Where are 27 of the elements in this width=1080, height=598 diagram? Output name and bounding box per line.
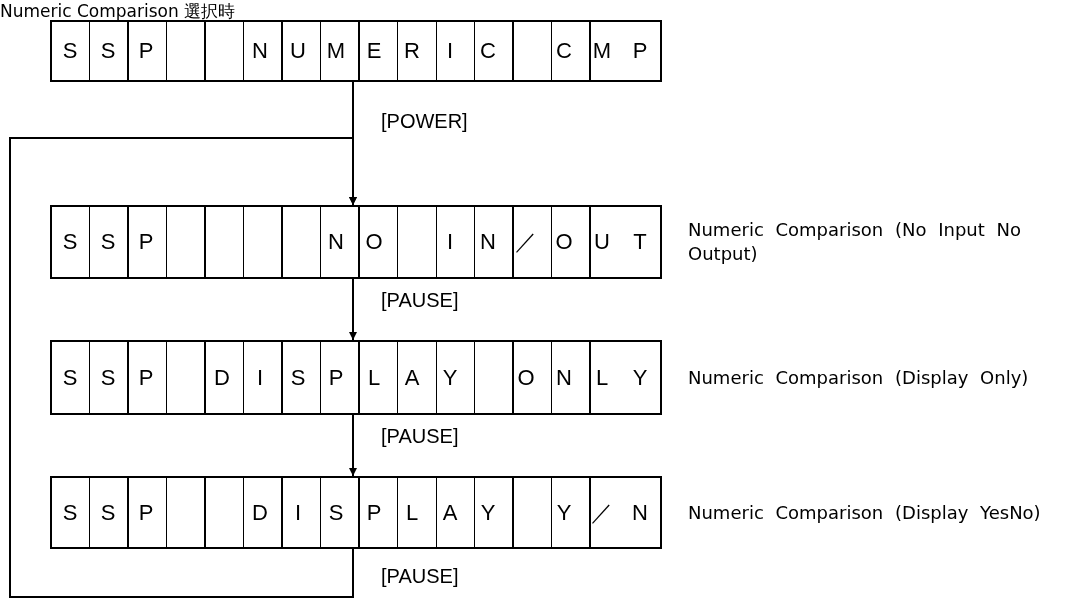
key-label: [PAUSE] [379, 565, 461, 588]
display-text: O N L Y [516, 363, 649, 392]
display-text: I N ／ O U T [445, 228, 648, 256]
display-text: D I S P L A Y [251, 498, 497, 527]
display-text: S S P [61, 498, 155, 527]
lcd-display [50, 476, 662, 549]
lcd-display [50, 205, 662, 279]
key-label: [PAUSE] [379, 425, 461, 448]
display-text: C M P [555, 37, 649, 65]
display-text: N U M E R I C [251, 37, 497, 65]
display-text: Y ／ N [555, 498, 649, 527]
mode-description: Numeric Comparison (Display Only) [688, 365, 1030, 390]
key-label: [POWER] [379, 110, 470, 133]
display-text: S S P [61, 228, 155, 256]
display-text: D I S P L A Y [213, 363, 459, 392]
mode-description: Numeric Comparison (No Input No Output) [688, 218, 1023, 266]
display-text: S S P [61, 363, 155, 392]
flow-arrow [9, 137, 357, 598]
display-text: S S P [61, 37, 155, 65]
flow-arrow [349, 414, 357, 477]
diagram-title: Numeric Comparison 選択時 [0, 0, 236, 23]
display-text: N O [327, 228, 384, 256]
lcd-display [50, 20, 662, 82]
mode-description: Numeric Comparison (Display YesNo) [688, 500, 1042, 525]
lcd-display [50, 340, 662, 415]
key-label: [PAUSE] [379, 289, 461, 312]
flow-arrow [349, 278, 357, 341]
